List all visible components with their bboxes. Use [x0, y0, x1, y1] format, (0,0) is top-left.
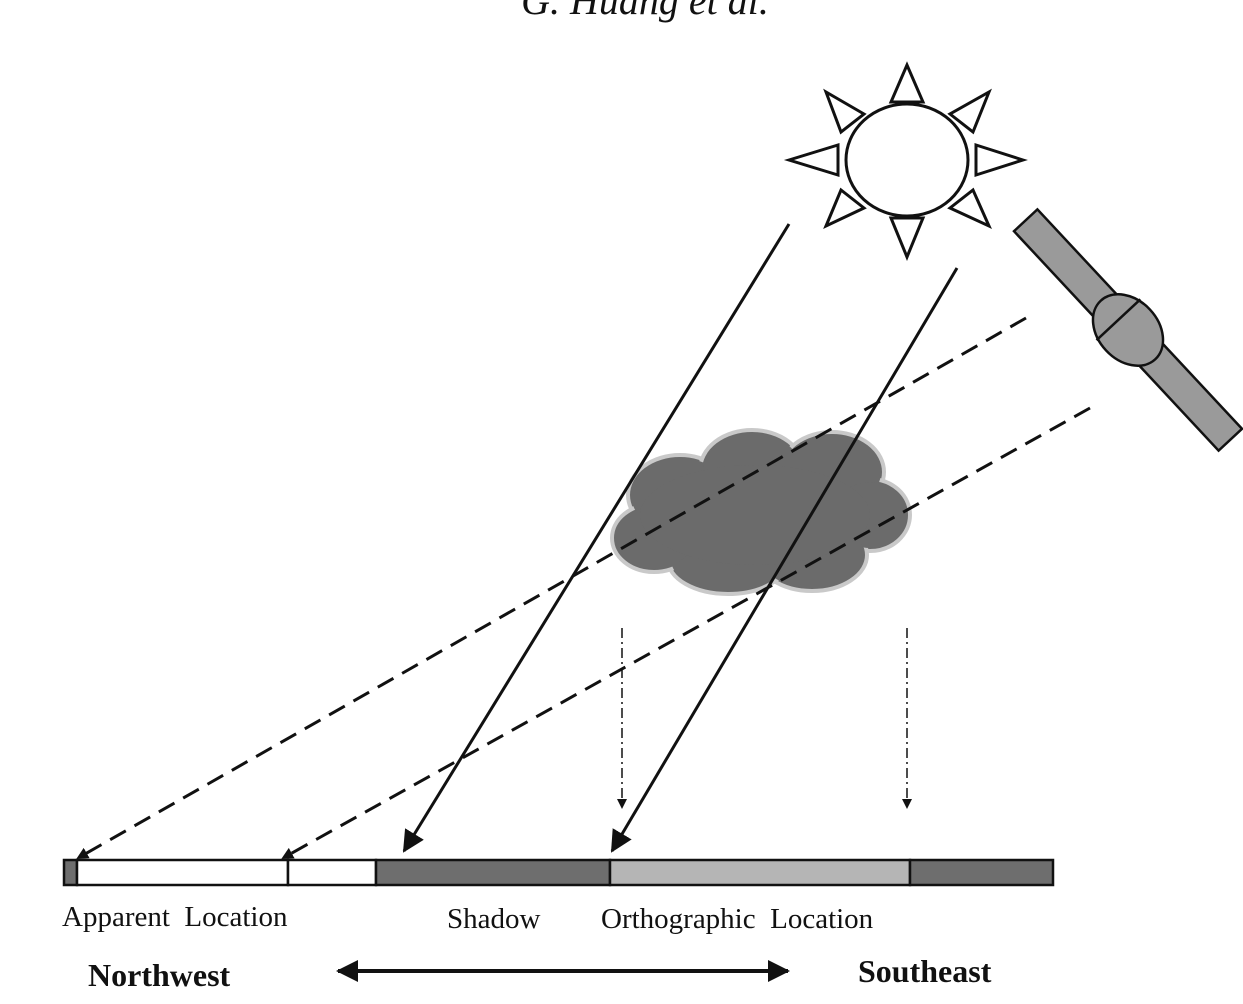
- page-header-text: G. Huang et al.: [521, 0, 769, 23]
- orthographic-location-label: Orthographic Location: [601, 903, 874, 935]
- solar-ray-left: [402, 223, 791, 853]
- northwest-label: Northwest: [88, 957, 231, 993]
- shadow-label: Shadow: [447, 903, 541, 935]
- orthographic-location-segment: [608, 858, 912, 887]
- view-ray-upper: [76, 316, 1027, 860]
- satellite-icon: [1012, 207, 1243, 453]
- solar-ray-right: [610, 267, 959, 853]
- cloud-fill: [615, 433, 907, 591]
- ground-segment-edge-left: [62, 858, 79, 887]
- apparent-location-segment-2: [286, 858, 378, 887]
- view-ray-lower: [281, 406, 1091, 860]
- ground-segment-edge-right: [908, 858, 1055, 887]
- sun-icon: [783, 61, 1028, 261]
- apparent-location-label: Apparent Location: [62, 901, 288, 933]
- shadow-segment: [374, 858, 612, 887]
- apparent-location-segment: [75, 858, 290, 887]
- ground-strip: [62, 858, 1055, 887]
- southeast-label: Southeast: [858, 953, 992, 989]
